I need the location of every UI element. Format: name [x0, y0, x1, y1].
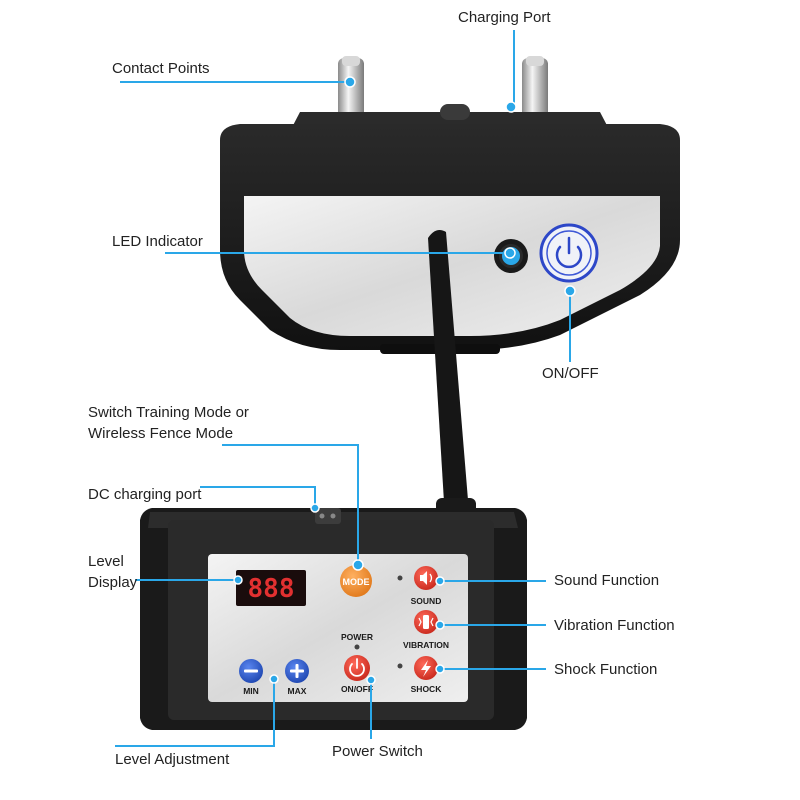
- power-icon: [349, 658, 365, 677]
- callout-dc-charging-port: DC charging port: [88, 486, 202, 503]
- callout-shock-function: Shock Function: [554, 661, 658, 678]
- callout-level-adjustment: Level Adjustment: [115, 751, 230, 768]
- min-button[interactable]: [239, 659, 263, 683]
- transmitter-power-button[interactable]: [344, 655, 370, 681]
- contact-point-left: [338, 56, 364, 128]
- callout-on-off: ON/OFF: [542, 365, 599, 382]
- callout-contact-points: Contact Points: [112, 60, 210, 77]
- callout-led-indicator: LED Indicator: [112, 233, 203, 250]
- callout-power-switch: Power Switch: [332, 743, 423, 760]
- collar-power-button[interactable]: [539, 223, 599, 283]
- speaker-icon: [420, 571, 433, 585]
- vibration-icon: [418, 615, 434, 629]
- min-label: MIN: [243, 686, 259, 696]
- contact-point-right: [522, 56, 548, 128]
- charging-port: [440, 104, 470, 120]
- lightning-icon: [421, 660, 431, 677]
- shock-button[interactable]: [414, 656, 438, 680]
- sound-label: SOUND: [411, 596, 442, 606]
- callout-switch-mode-line1: Switch Training Mode or: [88, 404, 249, 421]
- transmitter: 888 MODE SOUND VIBRATIO: [140, 508, 527, 730]
- callout-dots: [233, 76, 576, 685]
- shock-label: SHOCK: [411, 684, 443, 694]
- callout-sound-function: Sound Function: [554, 572, 660, 589]
- mode-button[interactable]: MODE: [340, 565, 372, 597]
- vibration-button[interactable]: [414, 610, 438, 634]
- minus-icon: [244, 669, 258, 673]
- mode-button-label: MODE: [343, 577, 370, 587]
- power-icon: [555, 236, 583, 269]
- vibration-label: VIBRATION: [403, 640, 449, 650]
- callout-switch-mode-line2: Wireless Fence Mode: [88, 425, 234, 442]
- plus-icon: [290, 664, 304, 678]
- on-off-label: ON/OFF: [341, 684, 373, 694]
- callout-charging-port: Charging Port: [458, 9, 551, 26]
- callout-vibration-function: Vibration Function: [554, 617, 675, 634]
- max-label: MAX: [288, 686, 307, 696]
- callout-level-display-line2: Display: [88, 574, 138, 591]
- power-label: POWER: [341, 632, 373, 642]
- dc-charging-port: [315, 508, 341, 524]
- callout-lines: [115, 30, 571, 747]
- sound-button[interactable]: [414, 566, 438, 590]
- level-display: [236, 570, 306, 606]
- level-display-digits: 888: [248, 574, 295, 604]
- callout-level-display-line1: Level: [88, 553, 124, 570]
- max-button[interactable]: [285, 659, 309, 683]
